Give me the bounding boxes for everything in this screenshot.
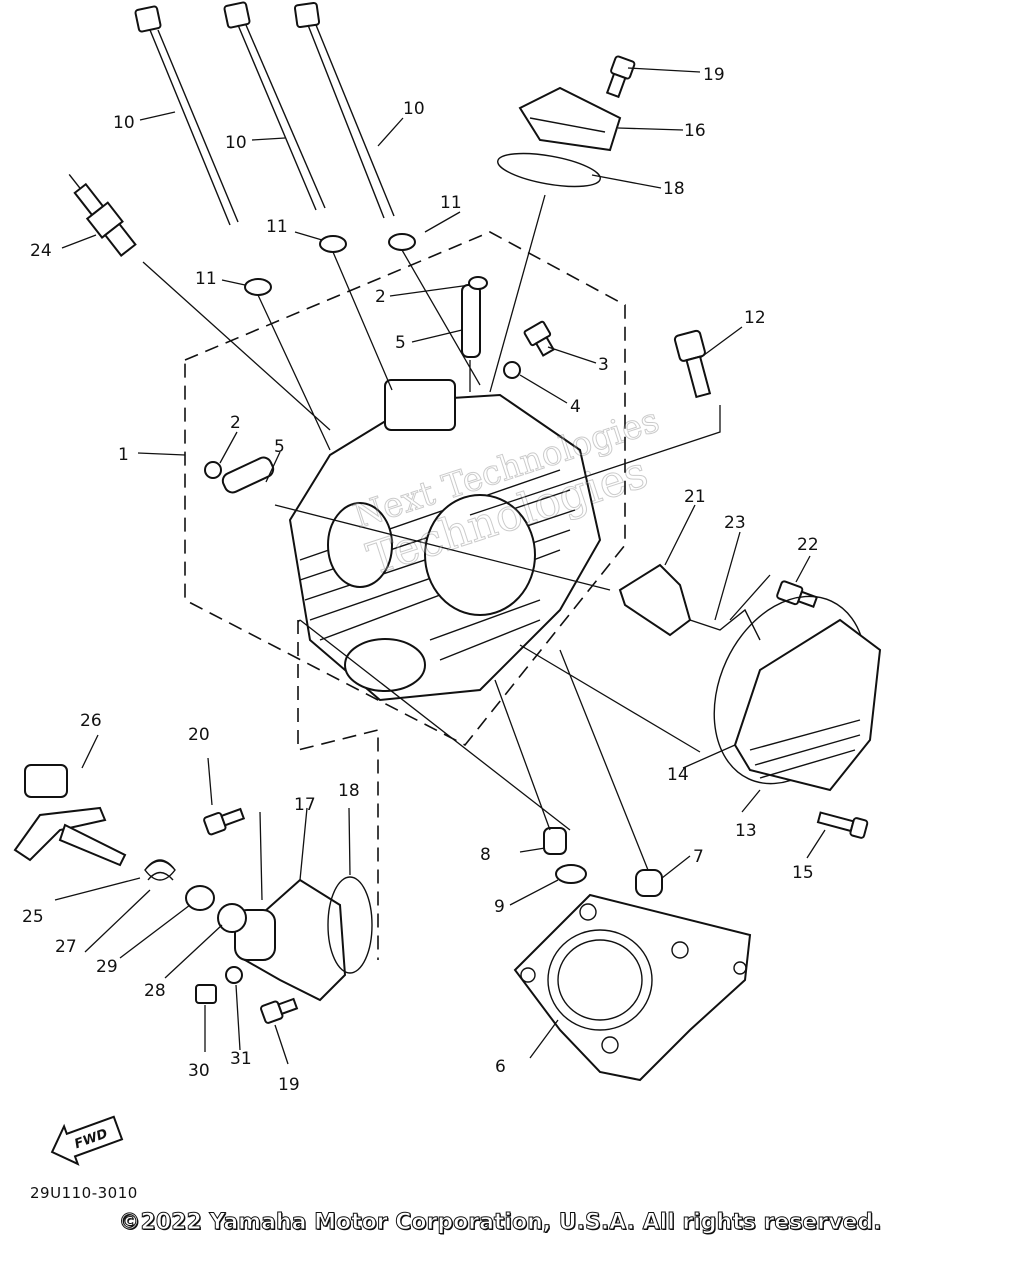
clip-2-left <box>204 461 222 479</box>
callout-10-a: 10 <box>113 113 135 133</box>
callout-30: 30 <box>188 1061 210 1081</box>
forward-arrow-icon: FWD <box>50 1115 124 1166</box>
callout-8: 8 <box>480 845 491 865</box>
callout-19-lower: 19 <box>278 1075 300 1095</box>
cylinder-head <box>288 379 602 702</box>
callout-1: 1 <box>118 445 129 465</box>
spark-plug <box>68 173 137 257</box>
valve-guide-left <box>221 456 275 494</box>
callout-18-top: 18 <box>663 179 685 199</box>
spring-27 <box>144 859 176 881</box>
callout-15: 15 <box>792 863 814 883</box>
washer-11-c <box>388 233 416 251</box>
gasket-23 <box>689 608 761 641</box>
bolt-20 <box>203 807 246 836</box>
callout-23: 23 <box>724 513 746 533</box>
washer-29 <box>185 885 215 911</box>
callout-10-b: 10 <box>225 133 247 153</box>
assembly-boundary <box>184 231 626 747</box>
callout-27: 27 <box>55 937 77 957</box>
callout-28: 28 <box>144 981 166 1001</box>
callout-4: 4 <box>570 397 581 417</box>
callout-3: 3 <box>598 355 609 375</box>
callout-7: 7 <box>693 847 704 867</box>
callout-6: 6 <box>495 1057 506 1077</box>
callout-25: 25 <box>22 907 44 927</box>
o-ring-18-top <box>497 152 601 188</box>
callout-26: 26 <box>80 711 102 731</box>
callout-21: 21 <box>684 487 706 507</box>
callout-9: 9 <box>494 897 505 917</box>
dowel-8 <box>543 827 567 855</box>
bracket-21 <box>618 563 692 637</box>
bolt-3 <box>523 320 555 357</box>
callout-2-left: 2 <box>230 413 241 433</box>
side-cover-13 <box>733 618 882 792</box>
head-bolt-left <box>134 5 239 226</box>
head-bolt-right <box>293 1 395 219</box>
o-ring-18-lower <box>327 876 373 974</box>
callout-24: 24 <box>30 241 52 261</box>
callout-2-top: 2 <box>375 287 386 307</box>
dowel-4 <box>503 361 521 379</box>
dowel-7 <box>635 869 663 897</box>
valve-guide-top <box>461 284 481 358</box>
callout-22: 22 <box>797 535 819 555</box>
callout-labels: 1 2 2 3 4 5 5 6 7 8 9 10 10 10 11 11 11 … <box>22 65 819 1095</box>
callout-19-top: 19 <box>703 65 725 85</box>
washer-31 <box>225 966 243 984</box>
clip-2-top <box>468 276 488 290</box>
callout-5-left: 5 <box>274 437 285 457</box>
callout-11-b: 11 <box>266 217 288 237</box>
callout-16: 16 <box>684 121 706 141</box>
callout-10-c: 10 <box>403 99 425 119</box>
head-bolt-middle <box>223 1 326 211</box>
callout-20: 20 <box>188 725 210 745</box>
callout-17: 17 <box>294 795 316 815</box>
bolt-12 <box>673 329 712 399</box>
callout-13: 13 <box>735 821 757 841</box>
bolt-22 <box>776 580 819 608</box>
callout-11-a: 11 <box>440 193 462 213</box>
bolt-19-top <box>605 55 636 99</box>
tappet-cover-top <box>518 86 622 152</box>
callout-12: 12 <box>744 308 766 328</box>
diagram-code: 29U110-3010 <box>30 1184 138 1202</box>
bolt-15 <box>816 811 869 839</box>
copyright-notice: ©2022 Yamaha Motor Corporation, U.S.A. A… <box>118 1210 882 1236</box>
callout-18-lower: 18 <box>338 781 360 801</box>
callout-leaders <box>54 67 826 1065</box>
callout-29: 29 <box>96 957 118 977</box>
seal-28 <box>217 903 247 933</box>
pad-26 <box>24 764 68 798</box>
bolt-19-lower <box>260 997 299 1024</box>
callout-31: 31 <box>230 1049 252 1069</box>
alignment-lines <box>142 194 771 901</box>
washer-11-a <box>244 278 272 296</box>
head-gasket-6 <box>513 893 752 1082</box>
callout-11-c: 11 <box>195 269 217 289</box>
callout-14: 14 <box>667 765 689 785</box>
callout-5-top: 5 <box>395 333 406 353</box>
washer-11-b <box>319 235 347 253</box>
bolt-30 <box>195 984 217 1004</box>
shaft-25 <box>13 806 127 867</box>
washer-9 <box>555 864 587 884</box>
